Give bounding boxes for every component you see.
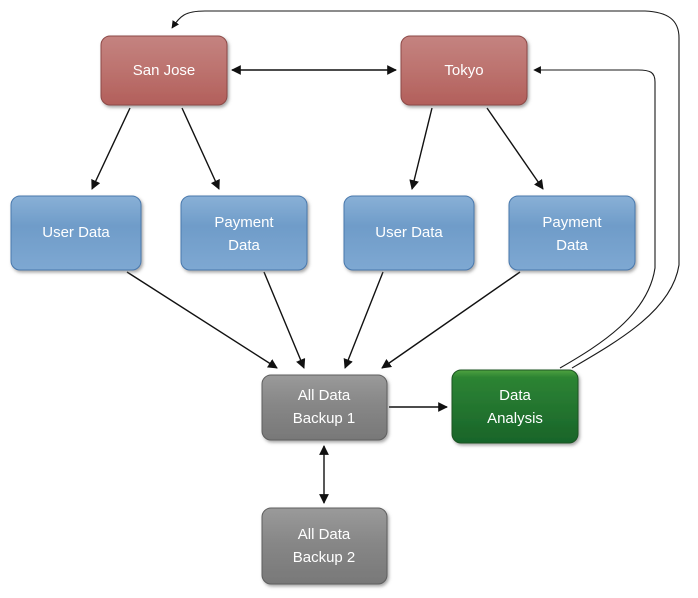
node-tokyo-shape[interactable] (400, 35, 528, 106)
node-tokyo-label: Tokyo (444, 62, 483, 79)
node-san-jose-shape[interactable] (100, 35, 228, 106)
node-data-analysis-label-line2: Analysis (487, 410, 543, 427)
node-layer: San Jose Tokyo User Data Payment Data (10, 35, 636, 585)
node-payment-data-san-jose-label-line2: Data (228, 237, 260, 254)
edge-tokyo-to-payment-data-tk[interactable] (486, 107, 544, 190)
edge-data-analysis-to-tokyo[interactable] (533, 66, 656, 369)
edge-payment-data-tk-to-backup-1[interactable] (381, 271, 521, 369)
node-all-data-backup-1-label-line1: All Data (298, 387, 351, 404)
node-all-data-backup-1-shape[interactable] (261, 374, 388, 441)
node-san-jose[interactable]: San Jose (100, 35, 228, 106)
node-all-data-backup-1-label-line2: Backup 1 (293, 410, 356, 427)
edge-user-data-sj-to-backup-1[interactable] (126, 271, 278, 369)
node-san-jose-label: San Jose (133, 62, 196, 79)
edge-layer (91, 10, 680, 504)
edge-payment-data-sj-to-backup-1[interactable] (263, 271, 306, 369)
node-payment-data-tokyo-label-line1: Payment (542, 214, 602, 231)
node-payment-data-san-jose-label-line1: Payment (214, 214, 274, 231)
node-payment-data-tokyo-shape[interactable] (508, 195, 636, 271)
edge-user-data-tk-to-backup-1[interactable] (343, 271, 384, 369)
node-payment-data-san-jose[interactable]: Payment Data (180, 195, 308, 271)
node-all-data-backup-2-shape[interactable] (261, 507, 388, 585)
node-payment-data-tokyo[interactable]: Payment Data (508, 195, 636, 271)
node-data-analysis[interactable]: Data Analysis (451, 369, 579, 444)
node-all-data-backup-2[interactable]: All Data Backup 2 (261, 507, 388, 585)
node-user-data-tokyo[interactable]: User Data (343, 195, 475, 271)
node-all-data-backup-2-label-line1: All Data (298, 526, 351, 543)
node-user-data-san-jose-label: User Data (42, 224, 110, 241)
edge-tokyo-to-user-data-tk[interactable] (409, 107, 433, 190)
edge-san-jose-to-payment-data-sj[interactable] (181, 107, 220, 190)
node-user-data-san-jose[interactable]: User Data (10, 195, 142, 271)
node-user-data-tokyo-shape[interactable] (343, 195, 475, 271)
node-user-data-tokyo-label: User Data (375, 224, 443, 241)
node-tokyo[interactable]: Tokyo (400, 35, 528, 106)
node-user-data-san-jose-shape[interactable] (10, 195, 142, 271)
edge-san-jose-to-user-data-sj[interactable] (91, 107, 131, 190)
node-data-analysis-shape[interactable] (451, 369, 579, 444)
node-payment-data-tokyo-label-line2: Data (556, 237, 588, 254)
node-all-data-backup-1[interactable]: All Data Backup 1 (261, 374, 388, 441)
node-payment-data-san-jose-shape[interactable] (180, 195, 308, 271)
edge-data-analysis-to-san-jose[interactable] (171, 10, 680, 369)
node-all-data-backup-2-label-line2: Backup 2 (293, 549, 356, 566)
node-data-analysis-label-line1: Data (499, 387, 531, 404)
